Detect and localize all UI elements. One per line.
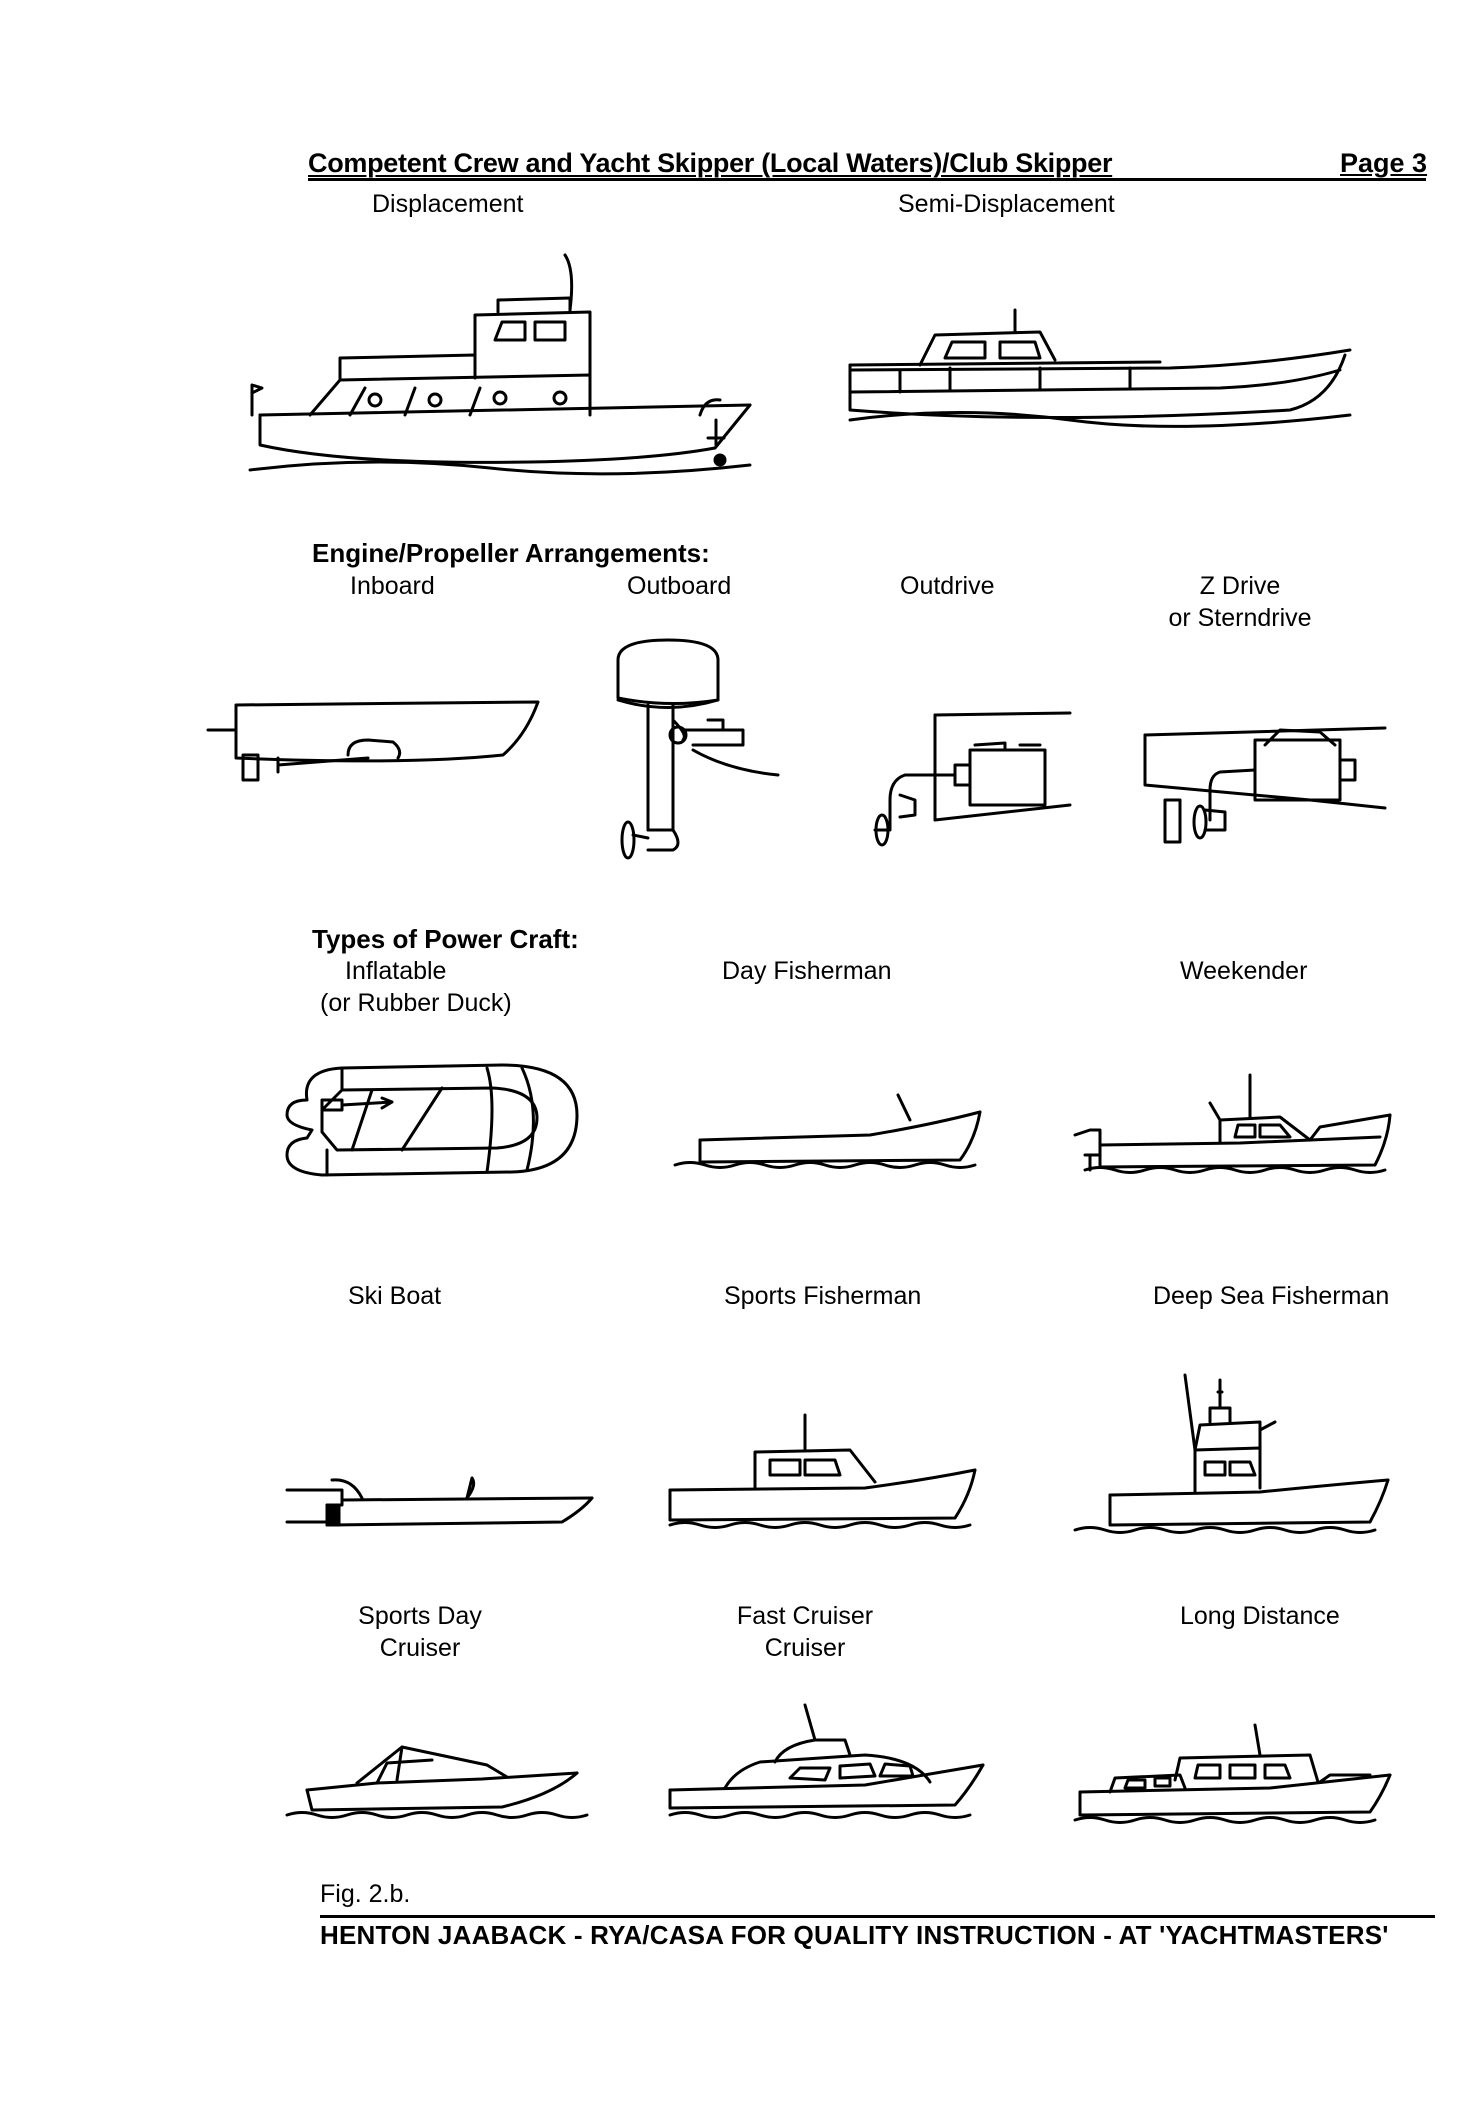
- outboard-sketch: [616, 638, 780, 860]
- label-deep-sea-fisherman: Deep Sea Fisherman: [1153, 1282, 1390, 1310]
- label-long-distance: Long Distance: [1180, 1602, 1340, 1630]
- label-semi-displacement: Semi-Displacement: [898, 190, 1115, 218]
- label-outboard: Outboard: [627, 572, 732, 600]
- label-displacement: Displacement: [372, 190, 524, 218]
- label-zdrive-line2: or Sterndrive: [1168, 604, 1312, 632]
- long-distance-sketch: [1073, 1723, 1392, 1824]
- figure-label: Fig. 2.b.: [320, 1880, 411, 1908]
- inflatable-sketch: [285, 1063, 579, 1177]
- label-fast-cruiser: Fast Cruiser Cruiser: [685, 1600, 925, 1664]
- outdrive-sketch: [873, 711, 1072, 847]
- footer-text: HENTON JAABACK - RYA/CASA FOR QUALITY IN…: [320, 1920, 1389, 1950]
- label-inflatable: Inflatable (or Rubber Duck): [320, 955, 512, 1019]
- label-sports-fisherman: Sports Fisherman: [724, 1282, 922, 1310]
- label-sports-day-line2: Cruiser: [379, 1634, 461, 1662]
- label-outdrive: Outdrive: [900, 572, 995, 600]
- label-sports-day-line1: Sports Day: [358, 1602, 482, 1630]
- craft-section-heading: Types of Power Craft:: [312, 924, 579, 954]
- label-inflatable-line2: (or Rubber Duck): [320, 989, 512, 1017]
- day-fisherman-sketch: [673, 1093, 982, 1169]
- footer-rule: [320, 1915, 1435, 1918]
- page-number: Page 3: [1340, 148, 1428, 178]
- header-rule: [308, 178, 1426, 181]
- zdrive-sketch: [1143, 726, 1387, 844]
- label-weekender: Weekender: [1180, 957, 1308, 985]
- sports-fisherman-sketch: [668, 1413, 977, 1529]
- deep-sea-fisherman-sketch: [1073, 1373, 1390, 1534]
- label-sports-day: Sports Day Cruiser: [300, 1600, 540, 1664]
- ski-boat-sketch: [285, 1476, 594, 1527]
- label-day-fisherman: Day Fisherman: [722, 957, 892, 985]
- label-inboard: Inboard: [350, 572, 435, 600]
- label-ski-boat: Ski Boat: [348, 1282, 442, 1310]
- sports-day-cruiser-sketch: [285, 1745, 589, 1819]
- weekender-sketch: [1073, 1073, 1392, 1174]
- label-inflatable-line1: Inflatable: [345, 957, 447, 985]
- label-zdrive-line1: Z Drive: [1199, 572, 1281, 600]
- page-title: Competent Crew and Yacht Skipper (Local …: [308, 148, 1113, 178]
- inboard-sketch: [206, 700, 540, 782]
- label-fast-cruiser-line1: Fast Cruiser: [736, 1602, 874, 1630]
- displacement-boat-sketch: [248, 253, 752, 476]
- engine-section-heading: Engine/Propeller Arrangements:: [312, 538, 710, 568]
- label-fast-cruiser-line2: Cruiser: [764, 1634, 846, 1662]
- label-zdrive: Z Drive or Sterndrive: [1120, 570, 1360, 634]
- semi-displacement-boat-sketch: [848, 308, 1352, 428]
- fast-cruiser-sketch: [668, 1703, 985, 1819]
